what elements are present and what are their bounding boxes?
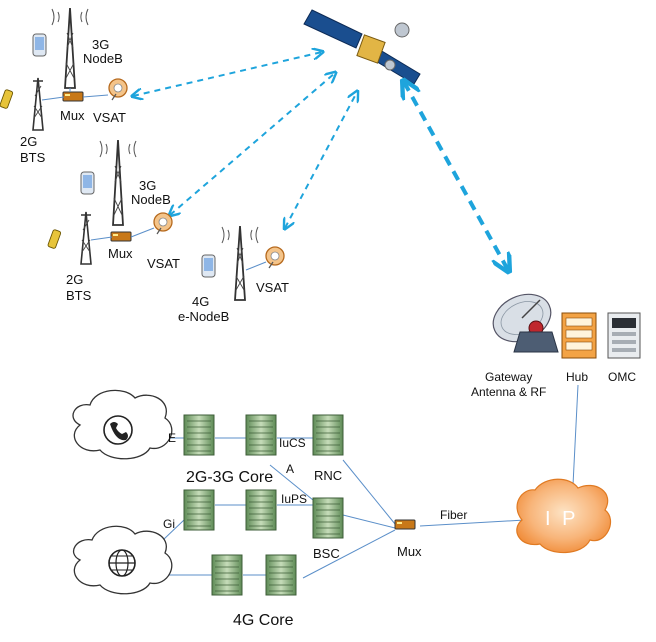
gateway-label-line1: Gateway [485, 370, 532, 384]
site-1: 3G NodeB Mux VSAT 2G BTS [0, 7, 128, 165]
satellite-links [133, 52, 508, 270]
rnc-label: RNC [314, 468, 342, 483]
bsc-rack [312, 497, 344, 539]
tower-2g-icon [32, 77, 44, 131]
phone-icon [32, 33, 47, 57]
vsat-dish-icon [108, 78, 128, 101]
enodeb-label-line2: e-NodeB [178, 309, 229, 324]
internet-cloud-icon [73, 525, 173, 595]
core-rack-ggsn [183, 489, 215, 531]
gi-interface-label: Gi [163, 517, 175, 531]
phone-2g-icon [0, 89, 14, 109]
gateway-antenna-icon [492, 293, 559, 353]
nodeb-label-line2: NodeB [131, 192, 171, 207]
link-site3 [285, 92, 357, 228]
gateway-label-line2: Antenna & RF [471, 385, 546, 399]
link-gateway [404, 82, 508, 270]
hub-label: Hub [566, 370, 588, 384]
rnc-rack [312, 414, 344, 456]
core-4g-label: 4G Core [233, 612, 294, 629]
site-3: 4G e-NodeB VSAT [178, 225, 289, 324]
omc-icon [607, 312, 641, 359]
core-rack-mgw [245, 414, 277, 456]
tower-2g-icon [80, 211, 92, 265]
satellite-icon [303, 9, 421, 85]
vsat-dish-icon [153, 212, 173, 235]
e-interface-label: E [168, 431, 176, 445]
tower-3g-icon [51, 7, 89, 89]
core-mux-label: Mux [397, 544, 422, 559]
bsc-label: BSC [313, 546, 340, 561]
core-rack-4g-a [211, 554, 243, 596]
phone-icon [80, 171, 95, 195]
iucs-label: IuCS [279, 436, 306, 450]
a-interface-label: A [286, 462, 294, 476]
phone-2g-icon [47, 229, 62, 249]
link-site2 [170, 73, 335, 215]
core-rack-4g-b [265, 554, 297, 596]
phone-icon [201, 254, 216, 278]
fiber-label: Fiber [440, 508, 467, 522]
mux-label: Mux [108, 246, 133, 261]
mux-icon [62, 91, 84, 102]
enodeb-label-line1: 4G [192, 294, 209, 309]
mux-icon [110, 231, 132, 242]
ip-label: I P [545, 508, 578, 530]
iups-label: IuPS [281, 492, 307, 506]
tower-4g-icon [221, 225, 259, 301]
nodeb-label-line1: 3G [92, 37, 109, 52]
mux-label: Mux [60, 108, 85, 123]
bts-label-line1: 2G [20, 134, 37, 149]
vsat-dish-icon [265, 246, 285, 269]
bts-label-line1: 2G [66, 272, 83, 287]
core-rack-msc [183, 414, 215, 456]
ip-cloud-icon [516, 478, 611, 554]
nodeb-label-line2: NodeB [83, 51, 123, 66]
bts-label-line2: BTS [66, 288, 92, 303]
core-mux-icon [394, 519, 416, 530]
core-2g3g-label: 2G-3G Core [186, 469, 273, 486]
vsat-label: VSAT [93, 110, 126, 125]
bts-label-line2: BTS [20, 150, 46, 165]
tower-3g-icon [99, 139, 137, 226]
site-2: 3G NodeB Mux VSAT 2G BTS [47, 139, 180, 303]
vsat-label: VSAT [256, 280, 289, 295]
pstn-cloud-icon [72, 389, 173, 460]
link-site1 [133, 52, 322, 96]
nodeb-label-line1: 3G [139, 178, 156, 193]
core-rack-sgsn [245, 489, 277, 531]
omc-label: OMC [608, 370, 636, 384]
vsat-label: VSAT [147, 256, 180, 271]
hub-icon [561, 312, 597, 359]
